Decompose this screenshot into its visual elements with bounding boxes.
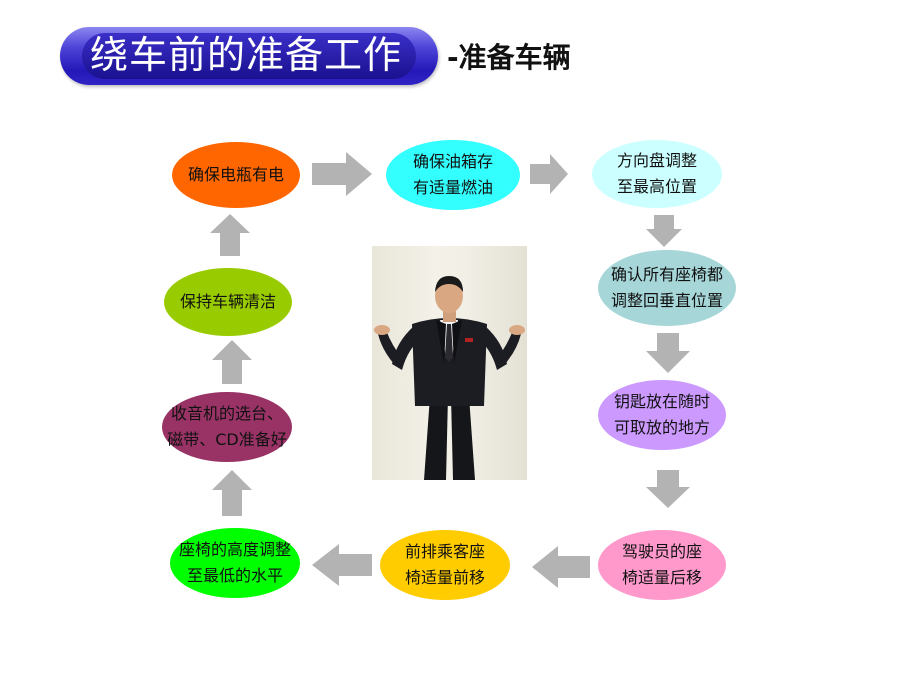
presenter-person-icon xyxy=(374,276,525,480)
node-fuel: 确保油箱存 有适量燃油 xyxy=(386,140,520,210)
page-subtitle: -准备车辆 xyxy=(447,41,571,74)
node-seats-upright-label: 确认所有座椅都 调整回垂直位置 xyxy=(610,265,723,310)
node-driver-seat-label: 驾驶员的座 椅适量后移 xyxy=(621,542,702,587)
arrow-left-icon xyxy=(532,546,590,588)
node-passenger-seat: 前排乘客座 椅适量前移 xyxy=(380,530,510,600)
arrow-up-icon xyxy=(212,340,252,384)
node-seat-height: 座椅的高度调整 至最低的水平 xyxy=(170,528,300,598)
title-banner xyxy=(60,27,438,85)
node-driver-seat: 驾驶员的座 椅适量后移 xyxy=(598,530,726,600)
arrow-right-icon xyxy=(530,154,568,194)
node-key-label: 钥匙放在随时 可取放的地方 xyxy=(613,392,710,437)
node-steering-label: 方向盘调整 至最高位置 xyxy=(616,151,697,196)
node-fuel-label: 确保油箱存 有适量燃油 xyxy=(412,152,493,197)
arrow-right-icon xyxy=(312,152,372,196)
page-title: 绕车前的准备工作 xyxy=(90,33,403,77)
presenter-photo xyxy=(372,246,527,480)
title-banner-inner xyxy=(82,33,416,79)
node-clean: 保持车辆清洁 xyxy=(164,268,292,336)
node-radio-label: 收音机的选台、 磁带、CD准备好 xyxy=(167,404,287,449)
node-key: 钥匙放在随时 可取放的地方 xyxy=(598,380,726,450)
node-battery: 确保电瓶有电 xyxy=(172,142,300,208)
node-clean-label: 保持车辆清洁 xyxy=(179,292,276,311)
node-battery-label: 确保电瓶有电 xyxy=(187,165,284,184)
arrow-up-icon xyxy=(212,470,252,516)
node-steering: 方向盘调整 至最高位置 xyxy=(592,140,722,208)
arrow-up-icon xyxy=(210,214,250,256)
arrow-down-icon xyxy=(646,333,690,373)
node-seats-upright: 确认所有座椅都 调整回垂直位置 xyxy=(598,250,736,326)
arrow-down-icon xyxy=(646,215,682,247)
arrow-left-icon xyxy=(312,544,372,586)
node-radio: 收音机的选台、 磁带、CD准备好 xyxy=(162,392,292,462)
node-passenger-seat-label: 前排乘客座 椅适量前移 xyxy=(404,542,485,587)
arrow-down-icon xyxy=(646,470,690,508)
node-seat-height-label: 座椅的高度调整 至最低的水平 xyxy=(178,540,291,585)
